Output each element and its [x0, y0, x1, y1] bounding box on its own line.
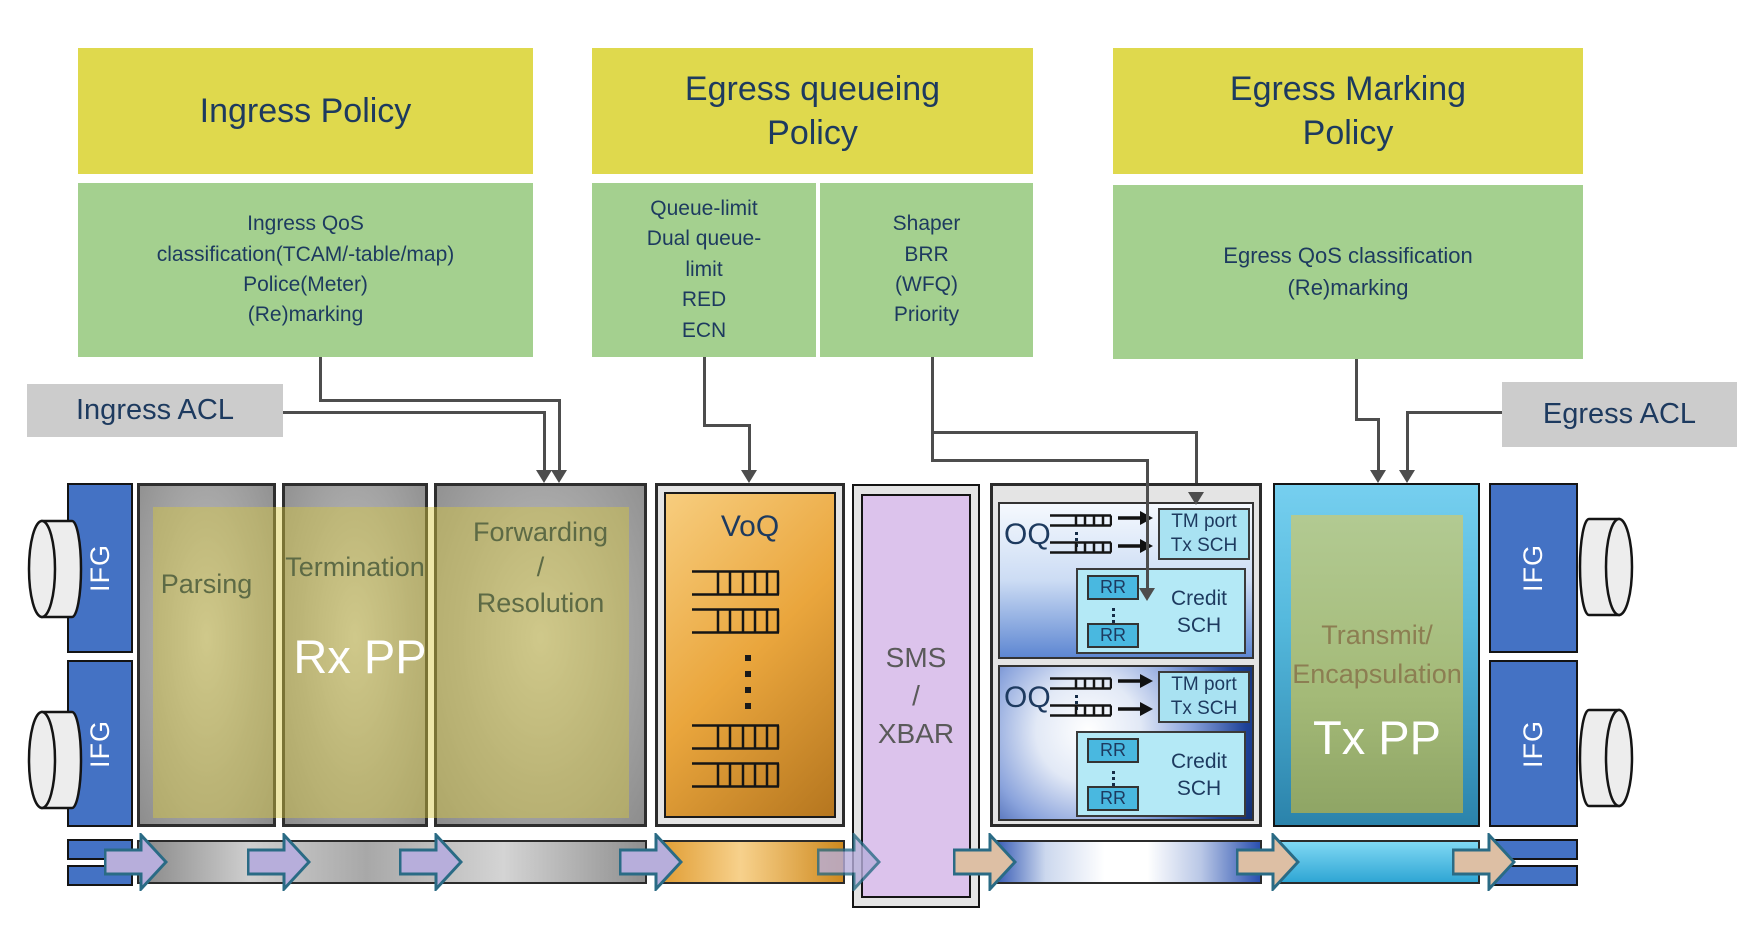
egress-marking-detail: Egress QoS classification (Re)marking [1113, 185, 1583, 359]
connector-egress-marking [1377, 418, 1380, 472]
queue-icon [1050, 677, 1112, 690]
oq-label: OQ [1004, 681, 1051, 714]
connector-egress-acl [1406, 411, 1409, 472]
queue-icon [1050, 514, 1112, 527]
ingress-acl-box: Ingress ACL [27, 384, 283, 437]
connector-shaper [931, 431, 1198, 434]
arrow-down-icon [536, 470, 552, 483]
port-cylinder-icon [1578, 517, 1634, 617]
connector-queue-limit [748, 424, 751, 472]
arrow-down-icon [1370, 470, 1386, 483]
rr-box: RR [1087, 738, 1139, 763]
stage-termination-box [282, 483, 428, 827]
ellipsis-dots-icon [1111, 605, 1115, 626]
tx-pp-overlay [1291, 515, 1463, 813]
rr-box: RR [1087, 575, 1139, 600]
arrow-right-icon [1118, 674, 1153, 688]
ellipsis-dots-icon [745, 645, 751, 719]
rr-box: RR [1087, 623, 1139, 648]
queue-icon [1050, 704, 1112, 717]
ifg-label: IFG [84, 544, 115, 592]
queue-icon [1050, 541, 1112, 554]
connector-egress-acl [1406, 411, 1502, 414]
flow-arrow-icon [399, 833, 463, 891]
flow-arrow-icon [1452, 833, 1516, 891]
egress-marking-policy-title: Egress Marking Policy [1113, 48, 1583, 174]
flow-arrow-icon [817, 833, 881, 891]
credit-sch-box: RR RR Credit SCH [1076, 568, 1246, 654]
connector-ingress-qos [558, 399, 561, 472]
arrow-down-icon [551, 470, 567, 483]
flow-arrow-icon [953, 833, 1017, 891]
flow-strip-cyan [1273, 840, 1480, 884]
queue-icon [692, 570, 780, 596]
queue-icon [692, 762, 780, 788]
egress-acl-box: Egress ACL [1502, 382, 1737, 447]
tm-port-tx-sch-box: TM port Tx SCH [1158, 671, 1250, 723]
port-cylinder-icon [27, 710, 83, 810]
arrow-right-icon [1118, 702, 1153, 716]
voq-label: VoQ [720, 510, 780, 543]
port-cylinder-icon [1578, 708, 1634, 808]
egress-queueing-scheduler-detail: Shaper BRR (WFQ) Priority [820, 183, 1033, 357]
flow-arrow-icon [104, 833, 168, 891]
flow-arrow-icon [247, 833, 311, 891]
stage-forwarding-label: Forwarding / Resolution [472, 517, 609, 618]
connector-shaper [931, 357, 934, 462]
ingress-policy-title: Ingress Policy [78, 48, 533, 174]
credit-sch-label: Credit SCH [1170, 749, 1228, 800]
connector-queue-limit [703, 357, 706, 427]
connector-ingress-qos [319, 357, 322, 402]
credit-sch-label: Credit SCH [1170, 586, 1228, 637]
ellipsis-dots-icon [1111, 768, 1115, 789]
ingress-policy-detail: Ingress QoS classification(TCAM/-table/m… [78, 183, 533, 357]
transmit-encapsulation-label: Transmit/ Encapsulation [1292, 619, 1462, 689]
stage-parsing-box [137, 483, 276, 827]
oq-label: OQ [1004, 518, 1051, 551]
rx-pp-label: Rx PP [293, 629, 427, 683]
ifg-block-right-1: IFG [1489, 483, 1578, 653]
tx-pp-label: Tx PP [1313, 710, 1441, 764]
rr-box: RR [1087, 786, 1139, 811]
flow-strip-gray [137, 840, 647, 884]
ifg-label: IFG [1518, 544, 1548, 592]
egress-queueing-queue-detail: Queue-limit Dual queue- limit RED ECN [592, 183, 816, 357]
egress-queueing-policy-title: Egress queueing Policy [592, 48, 1033, 174]
stage-parsing-label: Parsing [160, 569, 253, 600]
ifg-block-right-2: IFG [1489, 660, 1578, 827]
stage-termination-label: Termination [285, 552, 425, 583]
connector-ingress-qos [319, 399, 561, 402]
flow-arrow-icon [619, 833, 683, 891]
arrow-down-icon [1399, 470, 1415, 483]
arrow-down-icon [1139, 588, 1155, 601]
connector-egress-marking [1355, 418, 1380, 421]
sms-xbar-box: SMS / XBAR [861, 494, 971, 898]
connector-shaper [1195, 431, 1198, 492]
queue-icon [692, 724, 780, 750]
flow-arrow-icon [1236, 833, 1300, 891]
tm-port-tx-sch-box: TM port Tx SCH [1158, 508, 1250, 560]
ifg-label: IFG [84, 719, 115, 768]
flow-strip-bluewhite [990, 840, 1262, 884]
connector-ingress-acl [543, 411, 546, 472]
credit-sch-box: RR RR Credit SCH [1076, 731, 1246, 817]
arrow-down-icon [741, 470, 757, 483]
tx-pp-box: Transmit/ Encapsulation Tx PP [1273, 483, 1480, 827]
connector-queue-limit [703, 424, 751, 427]
stage-forwarding-box [434, 483, 647, 827]
arrow-down-icon [1188, 492, 1204, 505]
flow-strip-orange [655, 840, 845, 884]
oq-panel-bottom: OQ TM port Tx SCH RR RR Credit SCH [998, 665, 1254, 821]
port-cylinder-icon [27, 519, 83, 619]
connector-shaper [1146, 459, 1149, 588]
connector-shaper [931, 459, 1149, 462]
oq-panel-top: OQ TM port Tx SCH RR RR Credit SCH [998, 502, 1254, 659]
ifg-label: IFG [1518, 719, 1548, 768]
connector-egress-marking [1355, 359, 1358, 421]
queue-icon [692, 608, 780, 634]
connector-ingress-acl [283, 411, 546, 414]
